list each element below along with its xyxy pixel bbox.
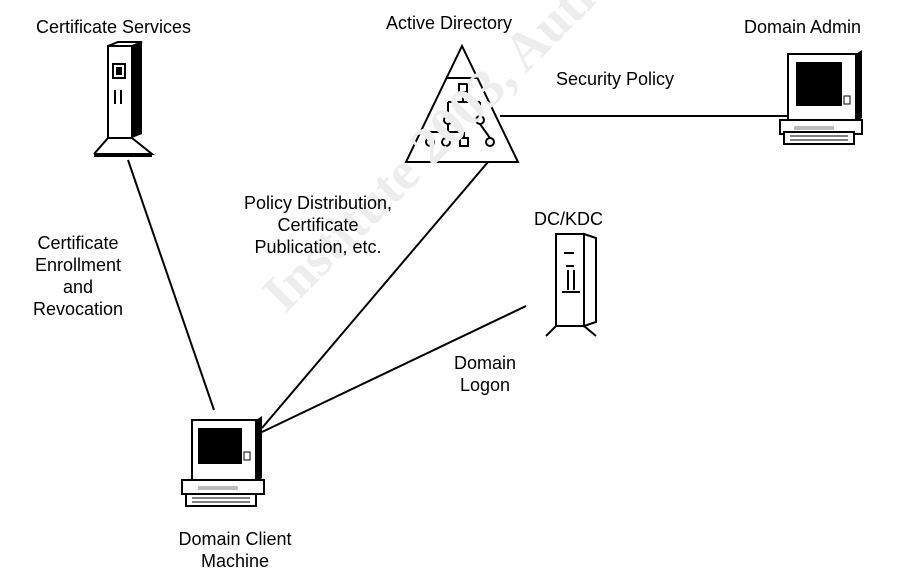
- dc-kdc-label: DC/KDC: [534, 209, 604, 229]
- certificate-enrollment-label-line: Enrollment: [34, 255, 122, 275]
- edge-policy-distribution: [261, 161, 489, 429]
- policy-distribution-label: Policy Distribution, Certificate Publica…: [218, 192, 418, 258]
- policy-distribution-label-line: Certificate: [277, 215, 359, 235]
- admin-computer-icon: [779, 50, 863, 145]
- dc-kdc-server-icon: [545, 232, 597, 337]
- domain-logon-label: Domain Logon: [440, 352, 530, 396]
- active-directory-icon: [404, 43, 520, 163]
- domain-logon-label-line: Logon: [459, 375, 511, 395]
- policy-distribution-label-line: Publication, etc.: [254, 237, 382, 257]
- domain-logon-label-line: Domain: [453, 353, 517, 373]
- certificate-enrollment-label: Certificate Enrollment and Revocation: [8, 232, 148, 320]
- certificate-enrollment-label-line: Certificate: [37, 233, 119, 253]
- security-policy-label: Security Policy: [556, 69, 675, 89]
- domain-client-label-line: Machine: [200, 551, 270, 571]
- policy-distribution-label-line: Policy Distribution,: [243, 193, 393, 213]
- server-tower-icon: [93, 41, 155, 157]
- certificate-enrollment-label-line: Revocation: [32, 299, 124, 319]
- certificate-services-label: Certificate Services: [36, 17, 192, 37]
- edge-domain-logon: [261, 305, 527, 433]
- client-computer-icon: [181, 416, 265, 507]
- domain-client-label: Domain Client Machine: [160, 528, 310, 572]
- domain-client-label-line: Domain Client: [178, 529, 292, 549]
- domain-admin-label: Domain Admin: [744, 17, 862, 37]
- certificate-enrollment-label-line: and: [62, 277, 94, 297]
- edge-certificate-enrollment: [127, 159, 215, 411]
- active-directory-label: Active Directory: [386, 13, 513, 33]
